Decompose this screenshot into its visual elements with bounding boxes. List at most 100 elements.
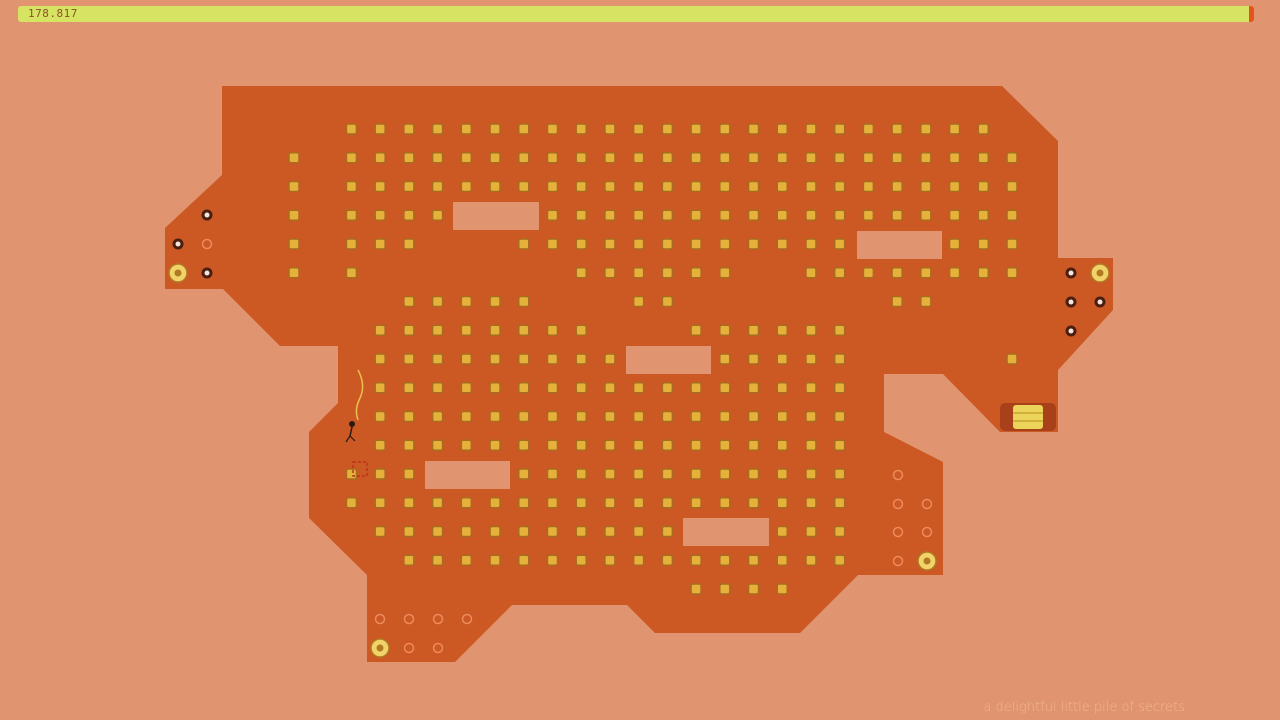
square-coin-icon (948, 209, 961, 221)
square-coin-icon (891, 209, 903, 221)
ninja-leg (349, 435, 356, 442)
square-coin-icon (518, 152, 530, 164)
square-coin-icon (833, 267, 846, 279)
square-coin-icon (690, 554, 702, 566)
square-coin-icon (747, 123, 760, 135)
square-coin-icon (833, 525, 846, 538)
square-coin-icon (632, 382, 645, 394)
square-coin-icon (833, 497, 846, 509)
square-coin-icon (431, 439, 444, 451)
inactive-mine-icon (403, 642, 415, 654)
square-coin-icon (546, 180, 559, 193)
square-coin-icon (690, 468, 702, 480)
square-coin-icon (604, 267, 616, 279)
square-coin-icon (403, 209, 415, 221)
gold-group (288, 123, 1018, 595)
square-coin-icon (833, 238, 846, 250)
square-coin-icon (862, 180, 875, 193)
square-coin-icon (690, 583, 702, 595)
square-coin-icon (575, 525, 587, 538)
square-coin-icon (546, 468, 559, 480)
square-coin-icon (489, 382, 501, 394)
square-coin-icon (518, 123, 530, 135)
square-coin-icon (833, 152, 846, 164)
square-coin-icon (431, 525, 444, 538)
square-coin-icon (862, 152, 875, 164)
square-coin-icon (489, 295, 501, 308)
square-coin-icon (920, 267, 932, 279)
inactive-mine-icon (892, 555, 904, 567)
square-coin-icon (719, 410, 731, 423)
solid-block-group (425, 202, 942, 546)
square-coin-icon (546, 152, 559, 164)
square-coin-icon (776, 497, 788, 509)
square-coin-icon (719, 209, 731, 221)
square-coin-icon (920, 152, 932, 164)
inactive-mine-icon (432, 613, 444, 625)
square-coin-icon (977, 123, 990, 135)
square-coin-icon (747, 382, 760, 394)
square-coin-icon (374, 382, 386, 394)
square-coin-icon (1006, 209, 1018, 221)
inactive-mine-icon (201, 238, 213, 250)
square-coin-icon (948, 180, 961, 193)
square-coin-icon (546, 439, 559, 451)
mine-core (1068, 270, 1074, 276)
square-coin-icon (805, 468, 817, 480)
square-coin-icon (345, 497, 358, 509)
square-coin-icon (288, 267, 300, 279)
launch-pad-core (174, 269, 182, 277)
square-coin-icon (489, 554, 501, 566)
square-coin-icon (518, 525, 530, 538)
square-coin-icon (747, 152, 760, 164)
square-coin-icon (747, 497, 760, 509)
square-coin-icon (776, 468, 788, 480)
square-coin-icon (489, 152, 501, 164)
inactive-mine-icon (892, 526, 904, 538)
square-coin-icon (632, 497, 645, 509)
square-coin-icon (632, 152, 645, 164)
square-coin-icon (374, 209, 386, 221)
spawn-box (352, 461, 368, 477)
square-coin-icon (862, 123, 875, 135)
square-coin-icon (690, 382, 702, 394)
square-coin-icon (1006, 180, 1018, 193)
square-coin-icon (661, 439, 674, 451)
square-coin-icon (632, 554, 645, 566)
square-coin-icon (374, 123, 386, 135)
inactive-mine-icon (403, 613, 415, 625)
square-coin-icon (833, 123, 846, 135)
square-coin-icon (747, 554, 760, 566)
square-coin-icon (489, 497, 501, 509)
square-coin-icon (747, 209, 760, 221)
square-coin-icon (747, 410, 760, 423)
solid-block (683, 518, 769, 546)
square-coin-icon (690, 209, 702, 221)
square-coin-icon (661, 267, 674, 279)
square-coin-icon (776, 525, 788, 538)
square-coin-icon (604, 209, 616, 221)
square-coin-icon (833, 554, 846, 566)
square-coin-icon (632, 439, 645, 451)
square-coin-icon (920, 123, 932, 135)
ninja-player-icon (345, 369, 364, 443)
square-coin-icon (891, 180, 903, 193)
square-coin-icon (632, 238, 645, 250)
square-coin-icon (690, 410, 702, 423)
square-coin-icon (661, 497, 674, 509)
square-coin-icon (776, 554, 788, 566)
square-coin-icon (805, 525, 817, 538)
square-coin-icon (403, 439, 415, 451)
square-coin-icon (690, 439, 702, 451)
square-coin-icon (833, 382, 846, 394)
square-coin-icon (833, 353, 846, 365)
mine-core (175, 241, 181, 247)
square-coin-icon (546, 353, 559, 365)
square-coin-icon (518, 238, 530, 250)
square-coin-icon (719, 267, 731, 279)
square-coin-icon (690, 497, 702, 509)
square-coin-icon (460, 324, 473, 336)
exit-door (1000, 403, 1056, 431)
square-coin-icon (862, 209, 875, 221)
